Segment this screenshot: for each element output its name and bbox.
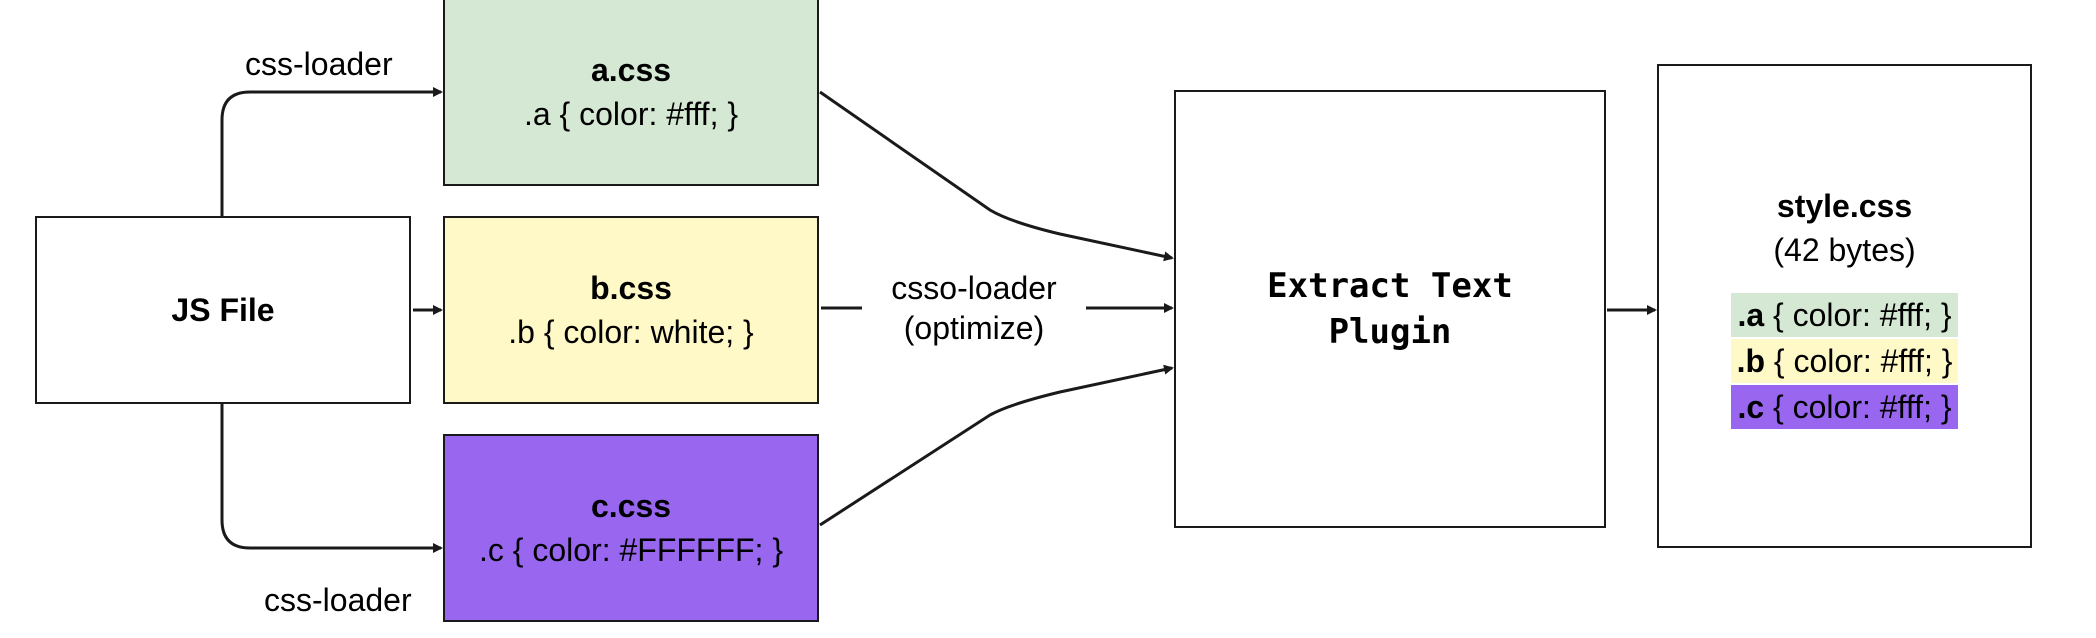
plugin-name-line2: Plugin bbox=[1328, 312, 1452, 352]
style-css-filename: style.css bbox=[1776, 188, 1913, 224]
js-file-node: JS File bbox=[35, 216, 411, 404]
output-rule-a-body: { color: #fff; } bbox=[1764, 297, 1952, 333]
output-rule-a: .a { color: #fff; } bbox=[1731, 293, 1958, 337]
edge-js-to-a bbox=[220, 87, 443, 216]
a-css-node: a.css .a { color: #fff; } bbox=[443, 0, 819, 186]
c-css-node: c.css .c { color: #FFFFFF; } bbox=[443, 434, 819, 622]
extract-text-plugin-node: Extract Text Plugin bbox=[1174, 90, 1606, 528]
js-file-label: JS File bbox=[171, 292, 275, 328]
b-css-node: b.css .b { color: white; } bbox=[443, 216, 819, 404]
a-css-filename: a.css bbox=[590, 52, 672, 88]
plugin-name-line1: Extract Text bbox=[1267, 266, 1513, 306]
csso-loader-name: csso-loader bbox=[891, 270, 1057, 306]
edge-c-to-plugin bbox=[819, 364, 1174, 527]
output-rule-c-selector: .c bbox=[1737, 389, 1765, 425]
css-loader-label-bottom: css-loader bbox=[264, 582, 412, 618]
a-css-rule: .a { color: #fff; } bbox=[523, 96, 739, 132]
b-css-rule: .b { color: white; } bbox=[508, 314, 754, 350]
output-rule-b-body: { color: #fff; } bbox=[1765, 343, 1953, 379]
style-css-size: (42 bytes) bbox=[1773, 232, 1916, 268]
c-css-filename: c.css bbox=[590, 488, 672, 524]
b-css-filename: b.css bbox=[590, 270, 672, 306]
csso-loader-label: csso-loader (optimize) bbox=[862, 268, 1086, 348]
css-loader-label-top: css-loader bbox=[245, 46, 393, 82]
output-rule-c-body: { color: #fff; } bbox=[1764, 389, 1952, 425]
output-rule-a-selector: .a bbox=[1737, 297, 1765, 333]
output-rule-b: .b { color: #fff; } bbox=[1730, 339, 1959, 383]
output-rule-c: .c { color: #fff; } bbox=[1731, 385, 1958, 429]
style-css-output-node: style.css (42 bytes) .a { color: #fff; }… bbox=[1657, 64, 2032, 548]
output-rule-b-selector: .b bbox=[1736, 343, 1766, 379]
edge-js-to-c bbox=[220, 404, 443, 553]
c-css-rule: .c { color: #FFFFFF; } bbox=[478, 532, 784, 568]
csso-loader-optimize-note: (optimize) bbox=[903, 310, 1045, 346]
edge-a-to-plugin bbox=[819, 90, 1174, 262]
